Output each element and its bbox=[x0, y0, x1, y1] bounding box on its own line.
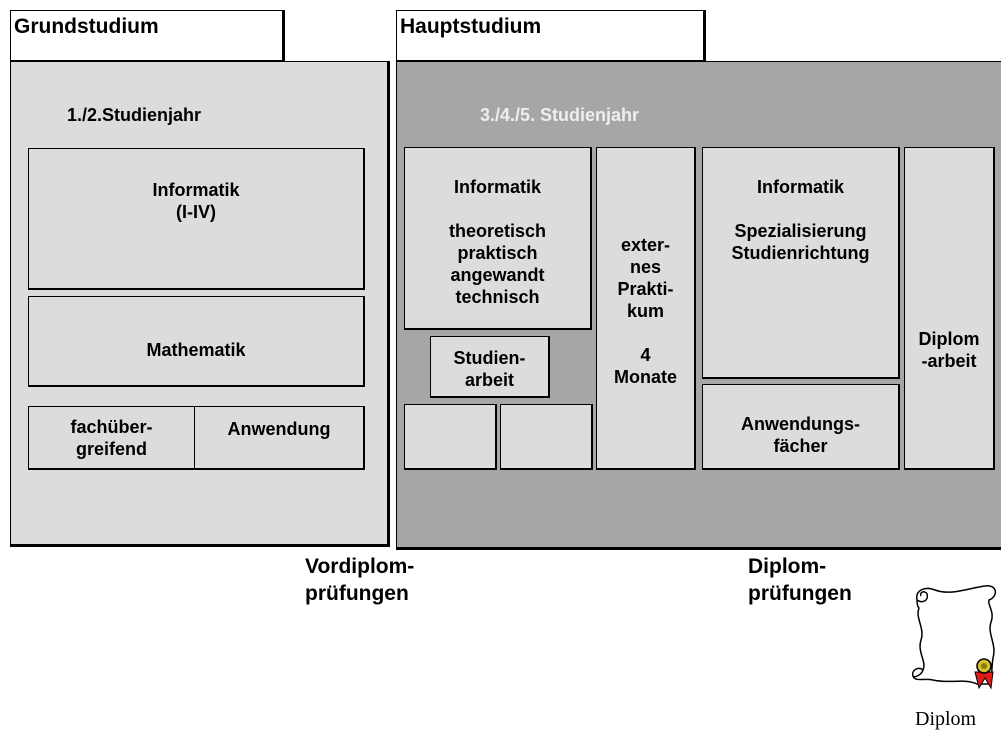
diplomarbeit-text: Diplom -arbeit bbox=[918, 329, 980, 371]
grund-mathematik-box: Mathematik bbox=[28, 296, 365, 387]
diplom-caption: Diplom bbox=[915, 708, 977, 730]
praktikum-box: exter- nes Prakti- kum 4 Monate bbox=[596, 147, 696, 470]
anwendungsfaecher-box: Anwendungs- fächer bbox=[702, 384, 900, 470]
haupt-informatik-text: Informatik theoretisch praktisch angewan… bbox=[448, 177, 547, 307]
vordiplom-pruefungen: Vordiplom- prüfungen bbox=[305, 555, 415, 605]
haupt-informatik-box: Informatik theoretisch praktisch angewan… bbox=[404, 147, 592, 330]
diploma-scroll-icon bbox=[911, 585, 997, 690]
grund-informatik-text: Informatik (I-IV) bbox=[152, 180, 240, 222]
fachuebergreifend-text: fachüber- greifend bbox=[70, 417, 153, 459]
grundstudium-title: Grundstudium bbox=[14, 15, 159, 38]
grundstudium-tab: Grundstudium bbox=[10, 10, 285, 63]
anwendungsfaecher-text: Anwendungs- fächer bbox=[741, 414, 860, 456]
studienarbeit-text: Studien- arbeit bbox=[453, 348, 526, 390]
studienarbeit-box: Studien- arbeit bbox=[430, 336, 550, 398]
haupt-empty-box-1 bbox=[404, 404, 497, 470]
diplom-pruefungen: Diplom- prüfungen bbox=[748, 555, 852, 605]
praktikum-text: exter- nes Prakti- kum 4 Monate bbox=[614, 235, 677, 387]
grund-informatik-box: Informatik (I-IV) bbox=[28, 148, 365, 290]
haupt-empty-box-2 bbox=[500, 404, 593, 470]
grundstudium-year: 1./2.Studienjahr bbox=[67, 105, 202, 125]
hauptstudium-year: 3./4./5. Studienjahr bbox=[480, 105, 640, 125]
hauptstudium-tab: Hauptstudium bbox=[396, 10, 706, 63]
anwendung-box: Anwendung bbox=[194, 406, 365, 470]
grund-mathematik-text: Mathematik bbox=[146, 340, 246, 360]
diplomarbeit-box: Diplom -arbeit bbox=[904, 147, 995, 470]
hauptstudium-title: Hauptstudium bbox=[400, 15, 542, 38]
spezialisierung-box: Informatik Spezialisierung Studienrichtu… bbox=[702, 147, 900, 379]
fachuebergreifend-box: fachüber- greifend bbox=[28, 406, 196, 470]
anwendung-text: Anwendung bbox=[227, 419, 331, 439]
spezialisierung-text: Informatik Spezialisierung Studienrichtu… bbox=[731, 177, 870, 263]
